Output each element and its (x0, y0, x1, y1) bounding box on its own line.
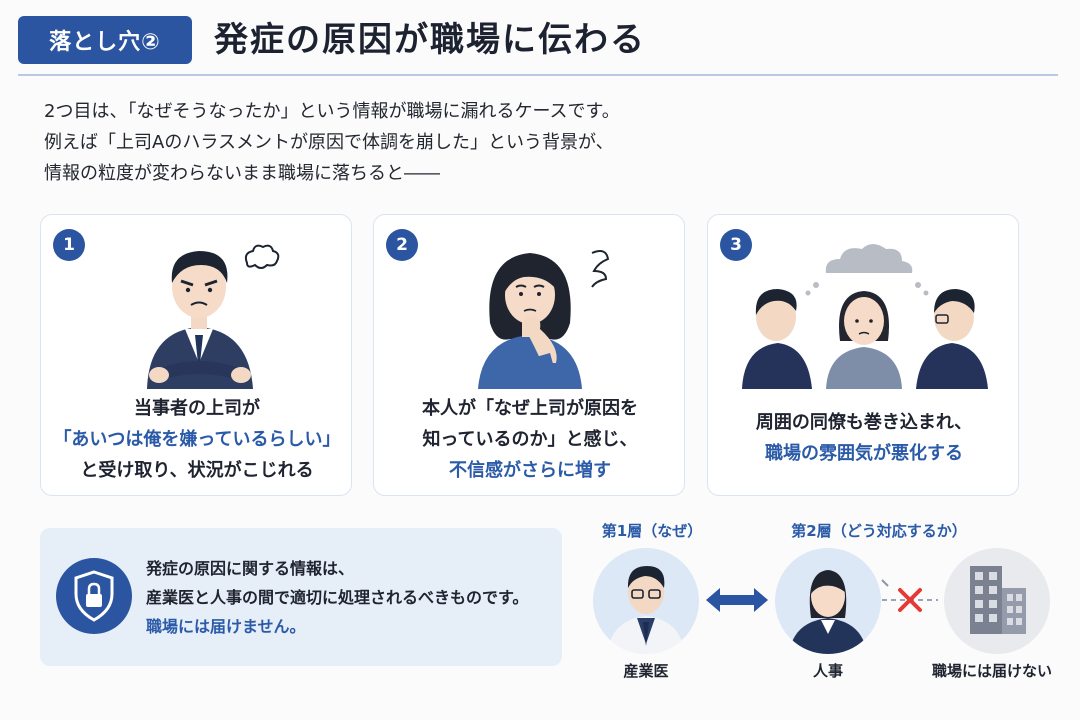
case-caption: 当事者の上司が 「あいつは俺を嫌っているらしい」 と受け取り、状況がこじれる (41, 393, 353, 486)
header-divider (18, 74, 1058, 76)
case-card-1: 1 当事者の上司が 「あいつは俺を嫌っているらしい」 と受け取り、状況がこじれる (40, 214, 352, 496)
colleagues-gloomy-illustration (742, 244, 988, 389)
doctor-icon (607, 566, 685, 654)
caption-line: 知っているのか」と感じ、 (422, 429, 638, 450)
info-box: 発症の原因に関する情報は、 産業医と人事の間で適切に処理されるべきものです。 職… (40, 528, 562, 666)
info-line: 産業医と人事の間で適切に処理されるべきものです。 (146, 588, 529, 607)
caption-line: 本人が「なぜ上司が原因を (422, 398, 638, 419)
case-number-badge: 3 (720, 229, 752, 261)
case-card-2: 2 本人が「なぜ上司が原因を 知っているのか」と感じ、 不信感がさらに増す (373, 214, 685, 496)
info-text: 発症の原因に関する情報は、 産業医と人事の間で適切に処理されるべきものです。 職… (146, 554, 528, 641)
page-title: 発症の原因が職場に伝わる (214, 20, 646, 60)
hr-label: 人事 (812, 662, 843, 680)
shield-lock-icon (56, 558, 132, 634)
case-number-badge: 1 (53, 229, 85, 261)
caption-line: 当事者の上司が (134, 398, 260, 419)
office-building-icon (970, 566, 1026, 634)
worried-employee-illustration (478, 250, 610, 389)
intro-line: 例えば「上司Aのハラスメントが原因で体調を崩した」という背景が、 (44, 132, 614, 153)
info-highlight: 職場には届けません。 (146, 617, 306, 636)
doctor-label: 産業医 (623, 662, 669, 680)
caption-line: 周囲の同僚も巻き込まれ、 (755, 412, 973, 433)
case-caption: 周囲の同僚も巻き込まれ、 職場の雰囲気が悪化する (708, 407, 1020, 469)
intro-text: 2つ目は、「なぜそうなったか」という情報が職場に漏れるケースです。 例えば「上司… (44, 96, 804, 189)
hr-person-icon (789, 570, 867, 654)
workplace-label: 職場には届けない (931, 662, 1052, 680)
section-badge: 落とし穴② (18, 16, 192, 64)
info-line: 発症の原因に関する情報は、 (146, 559, 355, 578)
intro-line: 情報の粒度が変わらないまま職場に落ちると―― (44, 163, 440, 184)
case-number-badge: 2 (386, 229, 418, 261)
caption-highlight: 職場の雰囲気が悪化する (765, 443, 963, 464)
layer-1-label: 第1層（なぜ） (601, 522, 703, 540)
caption-highlight: 不信感がさらに増す (449, 460, 611, 481)
caption-highlight: 「あいつは俺を嫌っているらしい」 (53, 429, 341, 450)
case-card-3: 3 周囲の同僚も巻き込まれ、 職場の雰囲気が悪化する (707, 214, 1019, 496)
angry-boss-illustration (147, 244, 280, 389)
workplace-avatar (944, 548, 1050, 654)
layer-2-label: 第2層（どう対応するか） (791, 522, 967, 540)
blocked-cross-icon (881, 579, 938, 612)
caption-line: と受け取り、状況がこじれる (80, 460, 314, 481)
doctor-avatar (593, 548, 699, 654)
case-caption: 本人が「なぜ上司が原因を 知っているのか」と感じ、 不信感がさらに増す (374, 393, 686, 486)
bidirectional-arrow-icon (706, 588, 768, 612)
hr-avatar (775, 548, 881, 654)
intro-line: 2つ目は、「なぜそうなったか」という情報が職場に漏れるケースです。 (44, 101, 620, 122)
page-header: 落とし穴② 発症の原因が職場に伝わる (18, 16, 1058, 78)
